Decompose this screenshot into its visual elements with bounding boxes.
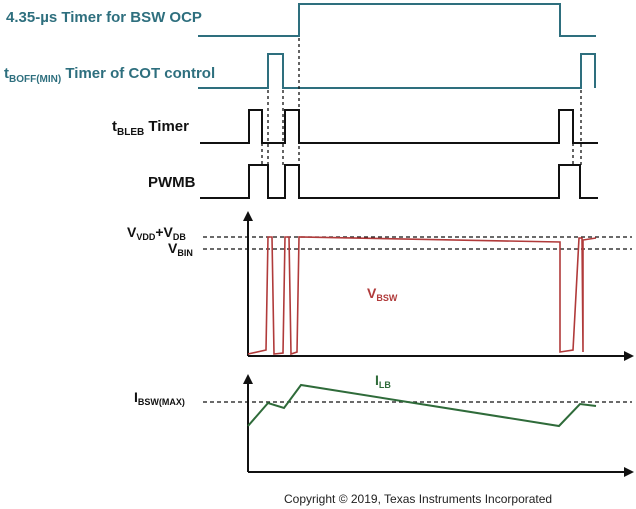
ilb-waveform: [247, 383, 597, 428]
ilb-trace-label: ILB: [375, 372, 391, 390]
vvdd-vdb-label: VVDD+VDB: [127, 224, 186, 242]
boff-timer-waveform: [198, 53, 596, 89]
ibsw-max-label: IBSW(MAX): [134, 389, 185, 407]
copyright-text: Copyright © 2019, Texas Instruments Inco…: [284, 492, 552, 506]
boff-timer-label: tBOFF(MIN) Timer of COT control: [4, 65, 215, 85]
vbsw-waveform: [247, 236, 597, 356]
timing-guides: [261, 38, 582, 165]
vbin-label: VBIN: [168, 240, 193, 258]
bleb-timer-label: tBLEB Timer: [112, 118, 189, 138]
bleb-timer-waveform: [200, 109, 598, 144]
pwmb-waveform: [200, 164, 598, 199]
ocp-timer-label: 4.35-µs Timer for BSW OCP: [6, 9, 202, 26]
ocp-timer-waveform: [198, 3, 596, 37]
pwmb-label: PWMB: [148, 174, 196, 191]
vbsw-trace-label: VBSW: [367, 285, 398, 303]
